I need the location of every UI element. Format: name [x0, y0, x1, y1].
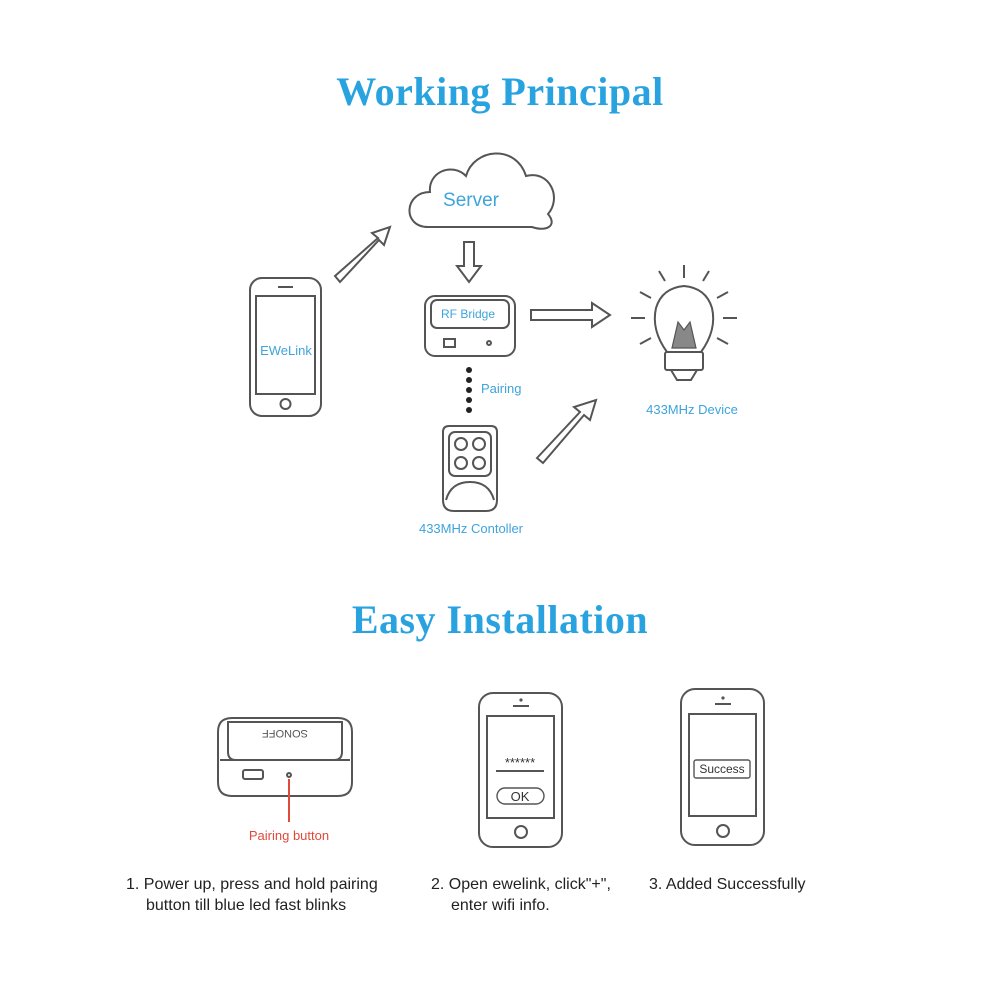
rf-bridge-icon [424, 295, 516, 357]
install-step-2-line-2: enter wifi info. [451, 897, 550, 914]
controller-label: 433MHz Contoller [419, 521, 524, 536]
arrow-phone-to-server [333, 225, 392, 284]
cloud-icon [408, 152, 555, 230]
success-box [693, 759, 751, 779]
pairing-label: Pairing [481, 381, 521, 396]
rf-bridge-label: RF Bridge [441, 307, 495, 321]
ok-button [496, 787, 545, 805]
phone-wifi-icon [478, 692, 563, 848]
ok-button-label: OK [511, 789, 530, 804]
device-label: 433MHz Device [646, 402, 738, 417]
install-step-3-line-1: 3. Added Successfully [649, 876, 806, 893]
bridge-device-icon: SONOFF [217, 717, 353, 797]
arrow-controller-to-device [535, 398, 598, 465]
remote-controller-icon [442, 425, 498, 512]
install-step-2: 2. Open ewelink, click"+", enter wifi in… [431, 874, 611, 916]
install-step-1: 1. Power up, press and hold pairing butt… [126, 874, 378, 916]
install-step-2-line-1: 2. Open ewelink, click"+", [431, 876, 611, 893]
install-step-1-line-1: 1. Power up, press and hold pairing [126, 876, 378, 893]
pairing-button-label: Pairing button [249, 828, 329, 843]
pairing-dots [466, 367, 472, 413]
arrow-server-to-bridge [455, 241, 483, 284]
svg-text:SONOFF: SONOFF [262, 727, 308, 739]
phone-app-label: EWeLink [260, 343, 312, 358]
arrow-bridge-to-device [530, 301, 612, 329]
light-bulb-icon [631, 265, 737, 381]
password-mask: ****** [505, 755, 535, 770]
phone-icon [249, 277, 322, 417]
server-label: Server [443, 190, 500, 211]
phone-success-icon [680, 688, 765, 846]
working-principal-title: Working Principal [336, 69, 664, 114]
easy-installation-title: Easy Installation [351, 597, 649, 642]
install-step-3: 3. Added Successfully [649, 874, 806, 895]
success-label: Success [699, 762, 744, 776]
install-step-1-line-2: button till blue led fast blinks [146, 897, 347, 914]
